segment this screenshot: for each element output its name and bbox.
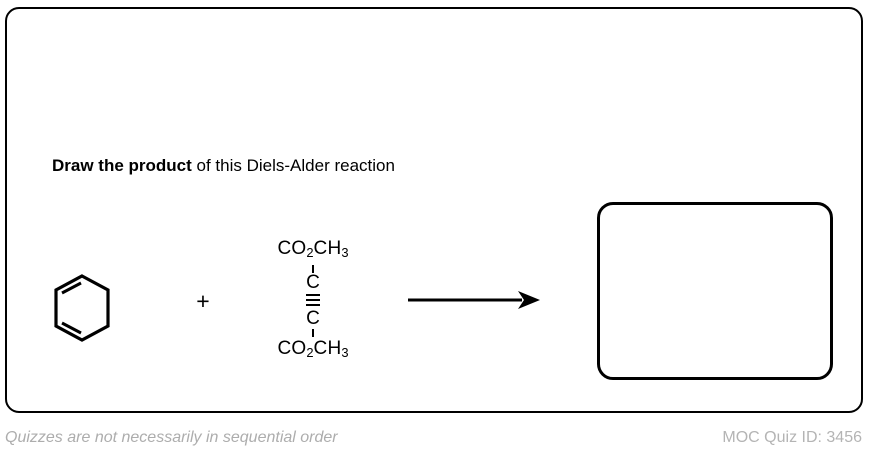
- bond-triple-icon: [306, 293, 320, 308]
- page-title: Draw the product of this Diels-Alder rea…: [52, 156, 395, 176]
- top-ester-ch: CH: [313, 238, 342, 259]
- dienophile-bottom-carbon: C: [306, 307, 320, 329]
- top-ester-sub-2: 2: [306, 244, 314, 260]
- bottom-ester-ch: CH: [313, 337, 342, 359]
- cyclohexadiene-icon: [54, 274, 110, 342]
- prompt-rest-text: of this Diels-Alder reaction: [191, 156, 395, 175]
- dienophile-top-carbon: C: [306, 271, 320, 293]
- bottom-ester-sub-3: 3: [341, 344, 349, 360]
- dienophile-bottom-ester: CO2CH3: [255, 338, 371, 364]
- plus-sign: +: [196, 288, 210, 314]
- product-answer-box[interactable]: [597, 202, 833, 380]
- top-ester-sub-3: 3: [341, 244, 349, 260]
- bottom-ester-co: CO: [277, 337, 307, 359]
- dienophile-top-ester: CO2CH3: [255, 238, 371, 264]
- bond-bottom-single: [312, 328, 314, 337]
- bond-top-single: [312, 264, 314, 273]
- top-ester-co: CO: [277, 238, 307, 259]
- bottom-ester-sub-2: 2: [306, 344, 314, 360]
- footer-note: Quizzes are not necessarily in sequentia…: [5, 429, 338, 446]
- quiz-id-label: MOC Quiz ID: 3456: [722, 429, 862, 446]
- diene-structure: [48, 268, 128, 348]
- prompt-bold-text: Draw the product: [52, 156, 192, 175]
- dienophile-structure: CO2CH3 C C CO2CH3: [255, 238, 371, 374]
- reaction-arrow-icon: [408, 288, 542, 312]
